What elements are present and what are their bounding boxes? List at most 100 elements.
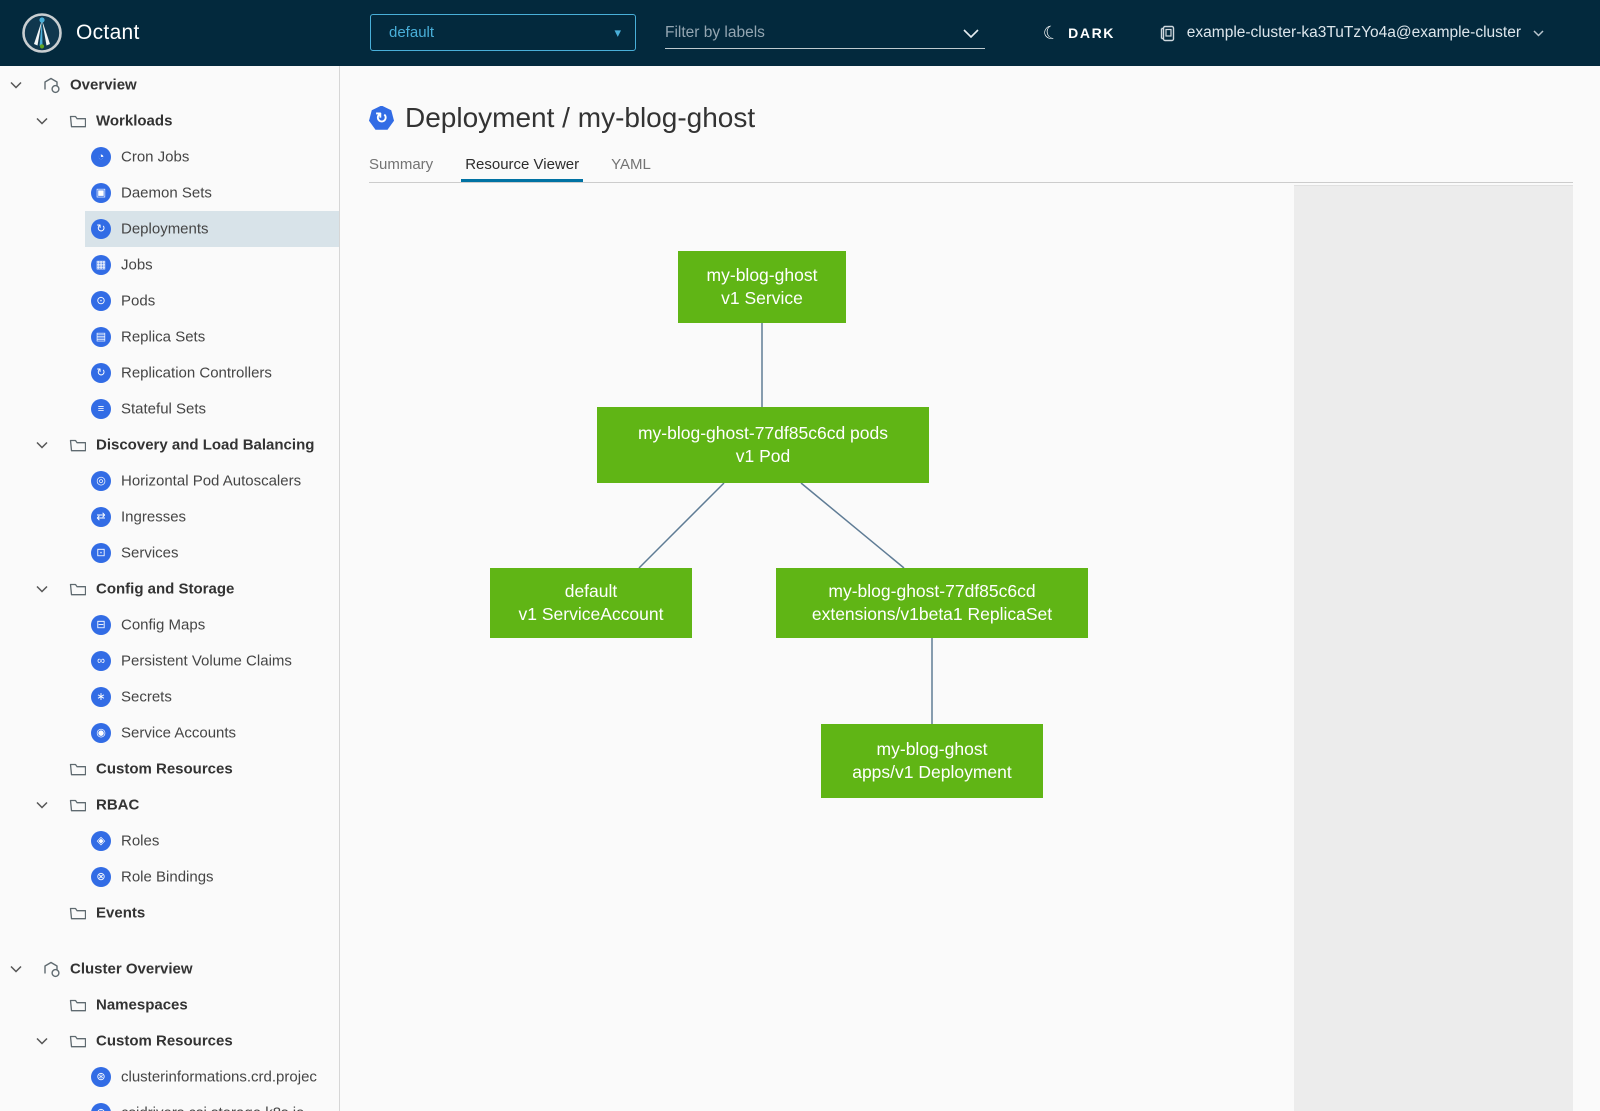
k8s-resource-icon: ⊟ bbox=[91, 615, 111, 635]
k8s-resource-icon: ▤ bbox=[91, 327, 111, 347]
k8s-resource-icon: ⊛ bbox=[91, 1067, 111, 1087]
sidebar-item-clusterinformations-crd-projec[interactable]: ⊛clusterinformations.crd.projec bbox=[0, 1059, 339, 1095]
sidebar-item-rbac[interactable]: RBAC bbox=[0, 787, 339, 823]
folder-icon bbox=[69, 906, 86, 920]
tab-resource-viewer[interactable]: Resource Viewer bbox=[461, 156, 584, 182]
k8s-resource-icon: ⊛ bbox=[91, 1103, 111, 1111]
sidebar-item-label: Role Bindings bbox=[121, 868, 214, 886]
sidebar-item-config-and-storage[interactable]: Config and Storage bbox=[0, 571, 339, 607]
applications-icon bbox=[42, 960, 62, 978]
sidebar-item-roles[interactable]: ◈Roles bbox=[0, 823, 339, 859]
moon-icon: ☾ bbox=[1041, 21, 1061, 44]
k8s-resource-icon: ∗ bbox=[91, 687, 111, 707]
k8s-resource-icon: ↻ bbox=[91, 363, 111, 383]
sidebar-item-events[interactable]: Events bbox=[0, 895, 339, 931]
sidebar-item-discovery-and-load-balancing[interactable]: Discovery and Load Balancing bbox=[0, 427, 339, 463]
sidebar-item-persistent-volume-claims[interactable]: ∞Persistent Volume Claims bbox=[0, 643, 339, 679]
sidebar-item-jobs[interactable]: ▦ Jobs bbox=[0, 247, 339, 283]
sidebar-item-stateful-sets[interactable]: ≡ Stateful Sets bbox=[0, 391, 339, 427]
sidebar-item-label: Persistent Volume Claims bbox=[121, 652, 292, 670]
sidebar-item-services[interactable]: ⊡ Services bbox=[0, 535, 339, 571]
app-title: Octant bbox=[76, 21, 140, 44]
sidebar-item-label: Roles bbox=[121, 832, 160, 850]
sidebar-item-service-accounts[interactable]: ◉Service Accounts bbox=[0, 715, 339, 751]
k8s-resource-icon: ▣ bbox=[91, 183, 111, 203]
applications-icon bbox=[42, 76, 62, 94]
k8s-resource-icon: ⊡ bbox=[91, 543, 111, 563]
folder-icon bbox=[69, 438, 86, 452]
sidebar-item-label: RBAC bbox=[96, 796, 140, 814]
sidebar-item-role-bindings[interactable]: ⊗Role Bindings bbox=[0, 859, 339, 895]
node-name: my-blog-ghost-77df85c6cd bbox=[828, 580, 1036, 601]
chevron-down-icon[interactable] bbox=[963, 28, 979, 38]
chevron-down-icon[interactable] bbox=[36, 801, 48, 809]
sidebar-item-workloads[interactable]: Workloads bbox=[0, 103, 339, 139]
sidebar-item-cluster-overview[interactable]: Cluster Overview bbox=[0, 951, 339, 987]
sidebar-item-label: Services bbox=[121, 544, 179, 562]
page-title: Deployment / my-blog-ghost bbox=[405, 102, 756, 133]
sidebar-item-custom-resources[interactable]: Custom Resources bbox=[0, 1023, 339, 1059]
chevron-down-icon[interactable] bbox=[36, 441, 48, 449]
graph-edges bbox=[638, 323, 933, 724]
namespace-value: default bbox=[389, 24, 435, 41]
sidebar-item-secrets[interactable]: ∗Secrets bbox=[0, 679, 339, 715]
sidebar-item-namespaces[interactable]: Namespaces bbox=[0, 987, 339, 1023]
graph-node-pod[interactable]: my-blog-ghost-77df85c6cd pods v1 Pod bbox=[597, 407, 929, 483]
k8s-resource-icon: ⇄ bbox=[91, 507, 111, 527]
graph-node-replicaset[interactable]: my-blog-ghost-77df85c6cd extensions/v1bet… bbox=[776, 568, 1088, 638]
sidebar-item-label: Stateful Sets bbox=[121, 400, 207, 418]
sidebar-item-label: Events bbox=[96, 904, 146, 922]
sidebar-item-label: Pods bbox=[121, 292, 156, 310]
node-name: default bbox=[564, 580, 618, 601]
k8s-resource-icon: ≡ bbox=[91, 399, 111, 419]
node-kind: v1 Pod bbox=[735, 446, 791, 466]
sidebar-item-cron-jobs[interactable]: ◔Cron Jobs bbox=[0, 139, 339, 175]
node-name: my-blog-ghost bbox=[706, 264, 818, 285]
tab-yaml[interactable]: YAML bbox=[611, 156, 651, 173]
sidebar-item-ingresses[interactable]: ⇄Ingresses bbox=[0, 499, 339, 535]
sidebar-item-label: Daemon Sets bbox=[121, 184, 212, 202]
chevron-down-icon[interactable] bbox=[36, 1037, 48, 1045]
sidebar-item-deployments[interactable]: ↻Deployments bbox=[0, 211, 339, 247]
filter-placeholder: Filter by labels bbox=[665, 24, 765, 41]
sidebar-item-label: Custom Resources bbox=[96, 1032, 233, 1050]
tab-summary[interactable]: Summary bbox=[369, 156, 434, 173]
chevron-down-icon[interactable] bbox=[10, 81, 22, 89]
chevron-down-icon[interactable] bbox=[10, 965, 22, 973]
sidebar-item-label: Config Maps bbox=[121, 616, 206, 634]
sidebar-item-config-maps[interactable]: ⊟ Config Maps bbox=[0, 607, 339, 643]
sidebar-item-replication-controllers[interactable]: ↻Replication Controllers bbox=[0, 355, 339, 391]
cluster-context-selector[interactable]: example-cluster-ka3TuTzYo4a@example-clus… bbox=[1159, 0, 1544, 66]
node-name: my-blog-ghost-77df85c6cd pods bbox=[637, 422, 888, 443]
dark-mode-toggle[interactable]: ☾ DARK bbox=[1041, 0, 1115, 66]
sidebar-item-horizontal-pod-autoscalers[interactable]: ◎Horizontal Pod Autoscalers bbox=[0, 463, 339, 499]
sidebar-item-pods[interactable]: ⊙ Pods bbox=[0, 283, 339, 319]
sidebar-item-label: Jobs bbox=[121, 256, 153, 274]
filter-by-labels-input[interactable]: Filter by labels bbox=[665, 18, 985, 49]
k8s-resource-icon: ◉ bbox=[91, 723, 111, 743]
sidebar-item-label: Cluster Overview bbox=[70, 960, 193, 978]
sidebar-item-replica-sets[interactable]: ▤ Replica Sets bbox=[0, 319, 339, 355]
folder-icon bbox=[69, 1034, 86, 1048]
node-kind: extensions/v1beta1 ReplicaSet bbox=[811, 604, 1053, 624]
chevron-down-icon[interactable] bbox=[36, 585, 48, 593]
sidebar-item-custom-resources[interactable]: Custom Resources bbox=[0, 751, 339, 787]
namespace-dropdown[interactable]: default ▾ bbox=[370, 14, 636, 51]
k8s-resource-icon: ◔ bbox=[91, 147, 111, 167]
sidebar-item-csidrivers-csi-storage-k8s-io[interactable]: ⊛csidrivers.csi.storage.k8s.io bbox=[0, 1095, 339, 1111]
folder-icon bbox=[69, 762, 86, 776]
dark-mode-label: DARK bbox=[1068, 25, 1115, 41]
k8s-resource-icon: ▦ bbox=[91, 255, 111, 275]
sidebar-item-overview[interactable]: Overview bbox=[0, 67, 339, 103]
sidebar-item-daemon-sets[interactable]: ▣ Daemon Sets bbox=[0, 175, 339, 211]
node-kind: apps/v1 Deployment bbox=[852, 762, 1012, 782]
sidebar-item-label: Replica Sets bbox=[121, 328, 206, 346]
k8s-resource-icon: ⊙ bbox=[91, 291, 111, 311]
chevron-down-icon[interactable] bbox=[36, 117, 48, 125]
k8s-resource-icon: ↻ bbox=[91, 219, 111, 239]
